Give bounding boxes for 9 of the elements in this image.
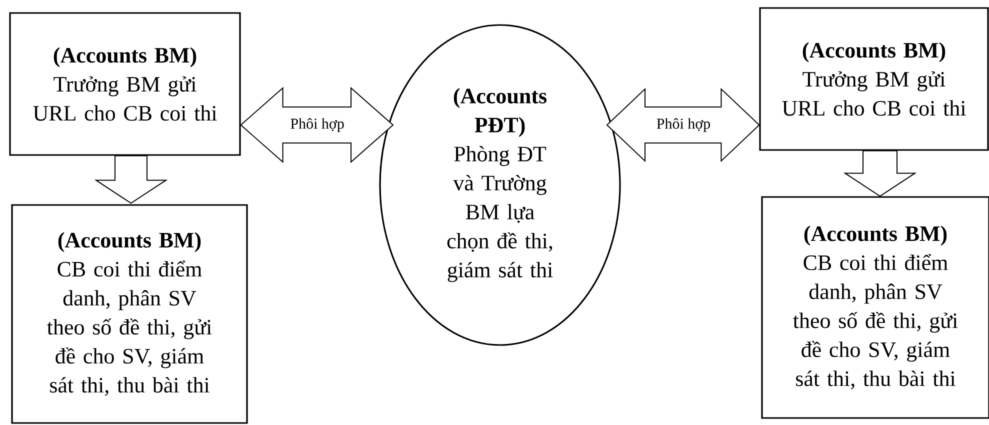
process-box: (Accounts BM) Trưởng BM gửi URL cho CB coi thi [9, 12, 241, 156]
process-box: (Accounts BM) CB coi thi điểm danh, phân SV theo số đề thi, gửi đề cho SV, giám sát thi, thu bài thi [761, 196, 989, 419]
process-box: (Accounts BM) Trưởng BM gửi URL cho CB coi thi [759, 7, 989, 151]
edge-label: Phôi hợp [290, 118, 344, 132]
edge-label: Phôi hợp [656, 118, 710, 132]
block-arrow [843, 150, 917, 197]
block-arrow [240, 86, 394, 164]
block-arrow [94, 155, 168, 204]
process-box: (Accounts BM) CB coi thi điểm danh, phân SV theo số đề thi, gửi đề cho SV, giám sát thi, thu bài thi [11, 204, 248, 424]
